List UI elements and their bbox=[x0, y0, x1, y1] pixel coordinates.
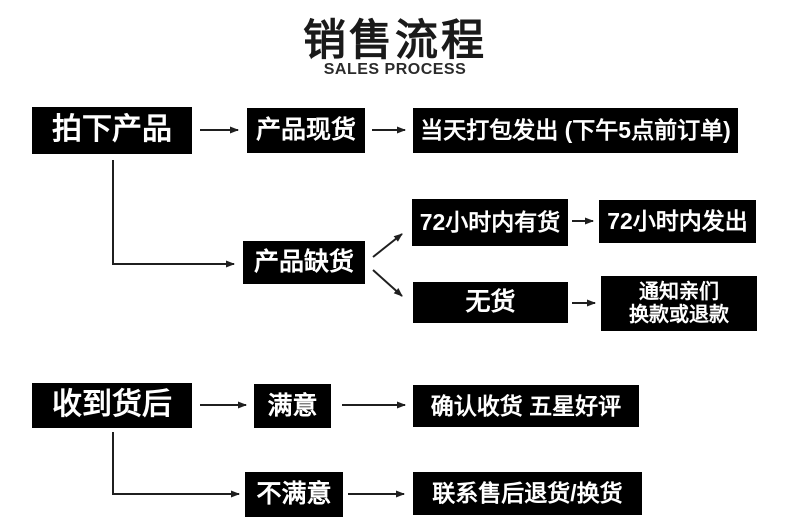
arrow-outofstock-to-restock72h bbox=[372, 233, 403, 258]
notify-line2: 换款或退款 bbox=[629, 303, 729, 326]
node-no-stock: 无货 bbox=[413, 282, 568, 323]
elbow-receive-to-unsatisfied bbox=[112, 432, 240, 498]
node-order-product: 拍下产品 bbox=[32, 107, 192, 154]
node-ship-same-day: 当天打包发出 (下午5点前订单) bbox=[413, 108, 738, 153]
page-title: 销售流程 bbox=[303, 17, 487, 65]
node-contact-aftersales: 联系售后退货/换货 bbox=[413, 472, 642, 515]
node-restock-within-72h: 72小时内有货 bbox=[412, 199, 568, 246]
node-product-out-of-stock: 产品缺货 bbox=[243, 241, 365, 284]
page-subtitle: SALES PROCESS bbox=[323, 61, 467, 78]
node-confirm-five-star: 确认收货 五星好评 bbox=[413, 385, 639, 427]
elbow-start-to-outofstock bbox=[112, 160, 235, 268]
node-unsatisfied: 不满意 bbox=[245, 472, 343, 517]
arrow-outofstock-to-nostock bbox=[372, 269, 403, 297]
node-satisfied: 满意 bbox=[254, 384, 331, 428]
notify-line1: 通知亲们 bbox=[639, 280, 719, 303]
node-notify-refund-or-exchange: 通知亲们 换款或退款 bbox=[601, 276, 757, 331]
node-after-receiving: 收到货后 bbox=[32, 383, 192, 428]
node-ship-within-72h: 72小时内发出 bbox=[599, 200, 756, 243]
node-product-in-stock: 产品现货 bbox=[247, 108, 365, 153]
